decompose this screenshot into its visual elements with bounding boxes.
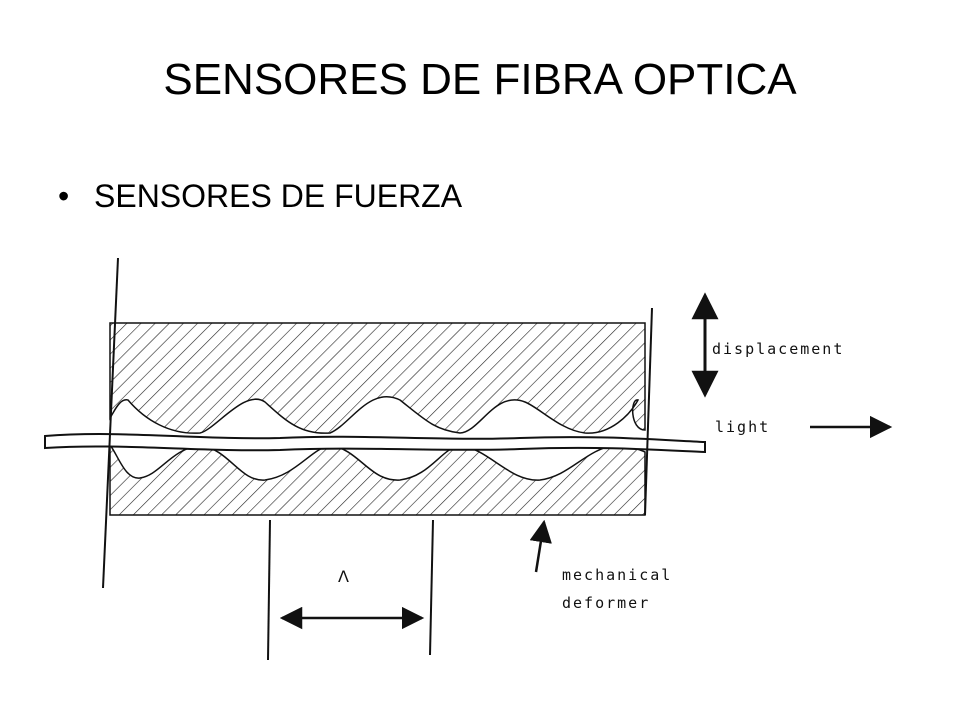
left-boundary-line [102, 257, 119, 589]
displacement-label: displacement [712, 340, 844, 358]
upper-deformer-plate [109, 322, 646, 434]
bullet-item: • SENSORES DE FUERZA [58, 180, 462, 212]
mechanical-label: mechanical [562, 566, 672, 584]
period-marker-right [429, 519, 434, 656]
period-lambda-label: Λ [338, 567, 349, 586]
right-boundary-line [644, 307, 653, 516]
microbend-sensor-diagram: displacement light mechanical deformer Λ [40, 240, 920, 670]
diagram-canvas: displacement light mechanical deformer Λ [44, 257, 893, 661]
bullet-text: SENSORES DE FUERZA [94, 178, 463, 214]
mechanical-deformer-arrow [529, 519, 552, 573]
lower-deformer-plate [109, 442, 646, 516]
light-label: light [715, 418, 770, 436]
deformer-label: deformer [562, 594, 650, 612]
period-marker-left [267, 519, 271, 661]
optical-fiber [44, 433, 706, 454]
bullet-marker: • [58, 178, 70, 214]
slide-title: SENSORES DE FIBRA OPTICA [163, 55, 797, 104]
